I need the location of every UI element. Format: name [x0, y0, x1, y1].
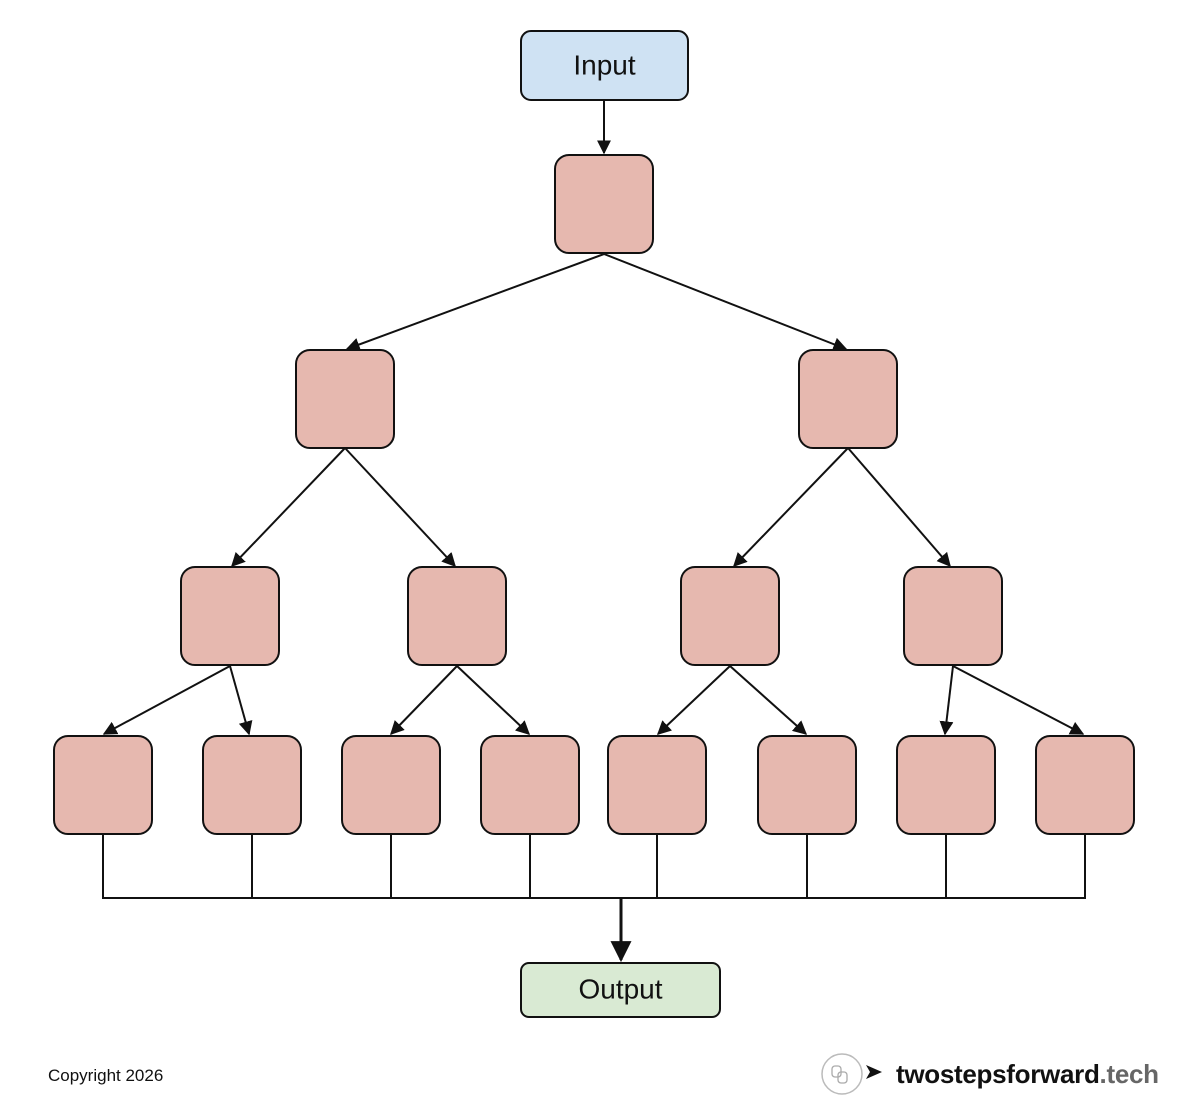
root-node — [554, 154, 654, 254]
leaf-node-2 — [202, 735, 302, 835]
leaf-node-7 — [896, 735, 996, 835]
edges — [102, 100, 1085, 736]
level3-node-3 — [680, 566, 780, 666]
output-label: Output — [578, 973, 662, 1004]
output-node: Output — [520, 962, 721, 1018]
edge-l3-3-a — [656, 665, 731, 735]
leaf-node-5 — [607, 735, 707, 835]
leaf-node-4 — [480, 735, 580, 835]
edge-l3-2-b — [456, 665, 531, 735]
leaf-node-6 — [757, 735, 857, 835]
level3-node-1 — [180, 566, 280, 666]
copyright-text: Copyright 2026 — [48, 1066, 164, 1085]
footsteps-arrow-icon — [821, 1053, 882, 1095]
leaf-node-1 — [53, 735, 153, 835]
edge-l2-left-a — [231, 447, 346, 568]
leaf-node-8 — [1035, 735, 1135, 835]
level3-node-4 — [903, 566, 1003, 666]
leaf-node-3 — [341, 735, 441, 835]
edge-l3-4-a — [939, 665, 954, 736]
edge-l3-3-b — [729, 665, 808, 735]
edge-l3-1-b — [229, 665, 253, 736]
edge-l2-left-b — [344, 447, 456, 568]
level2-node-left — [295, 349, 395, 449]
edge-l3-4-b — [952, 665, 1085, 735]
edge-l3-2-a — [390, 665, 458, 736]
edge-root-left — [345, 253, 605, 352]
input-label: Input — [573, 49, 635, 80]
brand-wordmark: twostepsforward.tech — [896, 1059, 1159, 1090]
brand-logo: twostepsforward.tech — [820, 1052, 1159, 1096]
merge-bus — [102, 833, 1086, 963]
level3-node-2 — [407, 566, 507, 666]
edge-l2-right-b — [847, 447, 951, 568]
edge-root-right — [603, 253, 848, 351]
brand-name: twostepsforward — [896, 1058, 1100, 1089]
edge-l3-1-a — [102, 665, 231, 735]
input-node: Input — [520, 30, 689, 101]
brand-tld: .tech — [1099, 1058, 1159, 1089]
edge-l2-right-a — [733, 447, 849, 568]
level2-node-right — [798, 349, 898, 449]
